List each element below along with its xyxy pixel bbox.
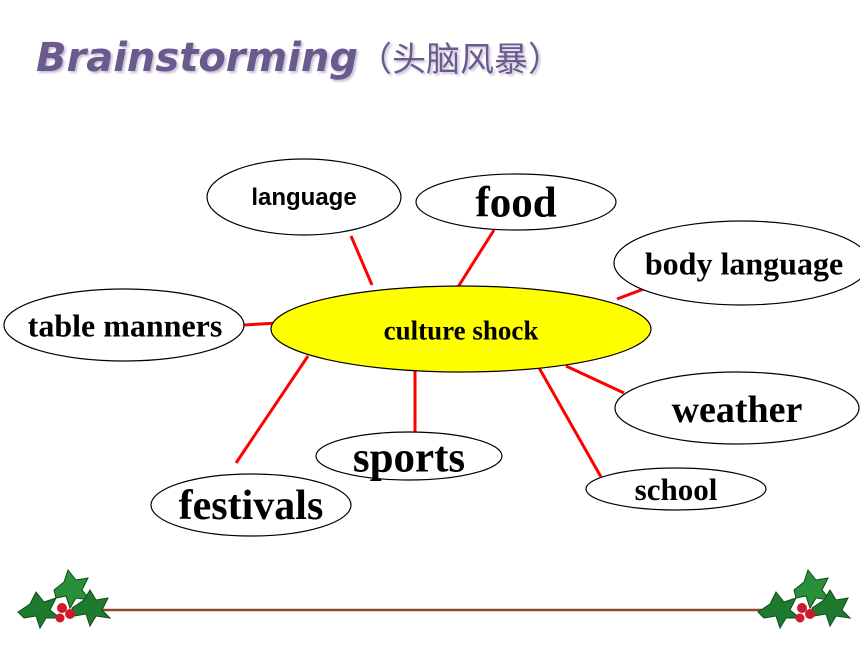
node-weather-shape [614,371,860,445]
title-sub: （头脑风暴） [358,40,563,80]
node-language-shape [206,158,402,236]
holly-icon [757,568,852,630]
node-language-label: language [251,184,357,211]
node-school-shape [585,467,767,511]
node-festivals-shape [150,473,352,537]
node-table-manners-shape [3,288,245,362]
node-food-shape [415,173,617,231]
connector-food [456,229,496,288]
node-sports-shape [315,431,503,481]
node-festivals-label: festivals [178,483,324,529]
node-body-language-shape [613,220,860,306]
connector-language [349,235,374,286]
node-food-label: food [475,179,557,227]
slide-title: Brainstorming（头脑风暴） [36,32,562,81]
node-school-label: school [634,472,718,507]
center-node-shape [270,285,652,373]
node-weather-label: weather [671,389,803,431]
center-node-label: culture shock [383,315,539,346]
node-body-language-label: body language [644,245,844,282]
holly-icon [17,568,112,630]
connector-festivals [234,355,310,464]
connector-weather [565,364,625,395]
node-table-manners-label: table manners [27,307,223,344]
connector-school [536,365,603,478]
title-main: Brainstorming [36,35,359,81]
node-sports-label: sports [352,434,466,482]
